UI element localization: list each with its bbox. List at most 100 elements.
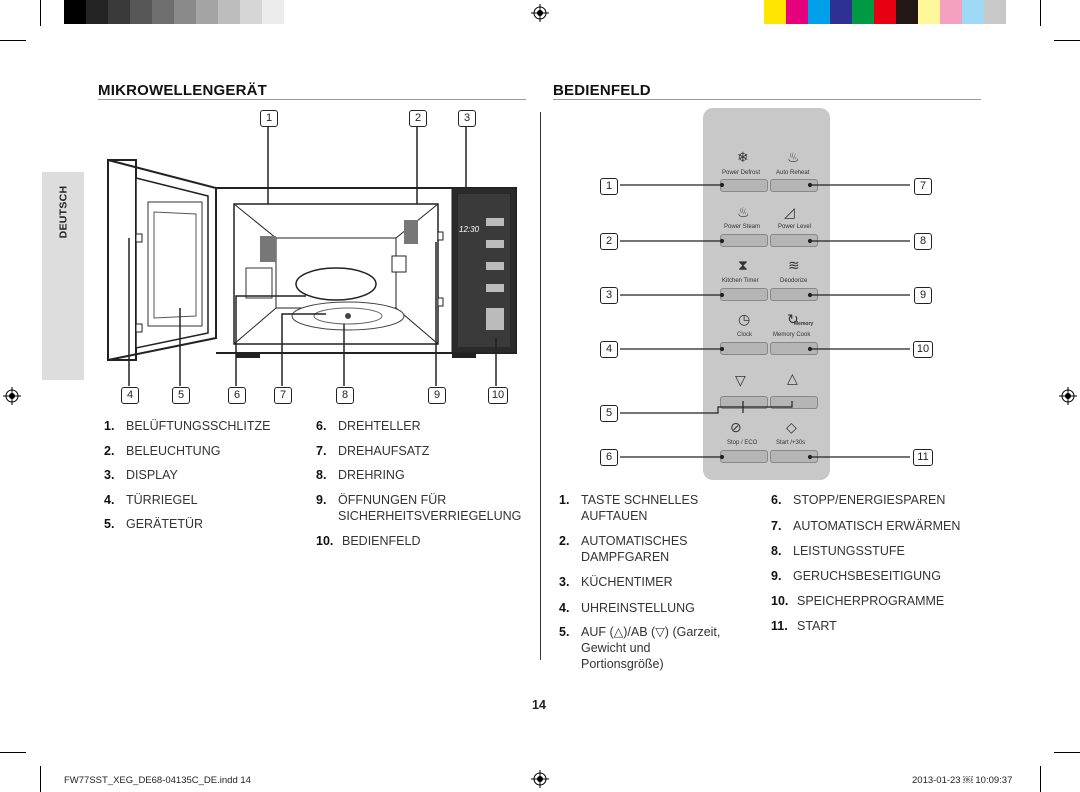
color-swatch [874,0,896,24]
gray-swatch [152,0,174,24]
callout-9: 9 [428,387,446,404]
gray-swatch [196,0,218,24]
callout-5: 5 [172,387,190,404]
memory-icon-text: Memory [794,321,814,327]
crop-mark [0,40,26,41]
legend-item: 7.DREHAUFSATZ [316,444,430,458]
auto-reheat-icon: ♨ [787,149,800,165]
legend-item: 5.GERÄTETÜR [104,517,204,531]
panel-callout-7: 7 [914,178,932,195]
callout-2: 2 [409,110,427,127]
legend-item: 2.BELEUCHTUNG [104,444,221,458]
panel-callout-10: 10 [913,341,933,358]
gray-swatch [108,0,130,24]
start-icon: ◇ [786,419,797,435]
legend-item: 6.DREHTELLER [316,419,421,433]
crop-mark [0,752,26,753]
color-swatch [962,0,984,24]
panel-label: Deodorize [780,278,808,284]
panel-callout-2: 2 [600,233,618,250]
color-swatch [896,0,918,24]
kitchen-timer-icon: ⧗ [738,257,748,273]
panel-label: Power Steam [724,224,761,230]
panel-leader-lines [620,182,910,460]
callout-3: 3 [458,110,476,127]
down-arrow-icon: ▽ [735,372,746,388]
legend-item: 4.UHREINSTELLUNG [559,601,695,615]
gray-swatch [174,0,196,24]
legend-item: 5.AUF (△)/AB (▽) (Garzeit, Gewicht und P… [559,625,721,671]
legend-item: 3.DISPLAY [104,468,178,482]
gray-swatch [284,0,306,24]
crop-mark [40,0,41,26]
section-title-microwave: MIKROWELLENGERÄT [98,82,268,99]
clock-icon: ◷ [738,311,751,327]
color-bar [764,0,1006,24]
legend-item: 1.BELÜFTUNGSSCHLITZE [104,419,271,433]
color-swatch [786,0,808,24]
column-divider [540,112,541,660]
panel-label: Memory Cook [773,332,811,338]
legend-item: 9.GERUCHSBESEITIGUNG [771,569,941,583]
title-rule [98,99,526,100]
legend-item: 1.TASTE SCHNELLES AUFTAUEN [559,493,699,523]
gray-swatch [64,0,86,24]
panel-callout-8: 8 [914,233,932,250]
panel-callout-11: 11 [913,449,933,466]
legend-item: 10.SPEICHERPROGRAMME [771,594,945,608]
gray-swatch [130,0,152,24]
page-number: 14 [532,698,546,712]
color-swatch [852,0,874,24]
crop-mark [1054,752,1080,753]
grayscale-bar [64,0,306,24]
callout-6: 6 [228,387,246,404]
registration-mark-icon [3,387,21,405]
crop-mark [1040,766,1041,792]
legend-item: 9.ÖFFNUNGEN FÜR SICHERHEITSVERRIEGELUNG [316,493,522,523]
panel-callout-9: 9 [914,287,932,304]
panel-callout-1: 1 [600,178,618,195]
panel-callout-5: 5 [600,405,618,422]
panel-button [720,396,768,409]
legend-item: 7.AUTOMATISCH ERWÄRMEN [771,519,961,533]
color-swatch [940,0,962,24]
gray-swatch [218,0,240,24]
crop-mark [40,766,41,792]
legend-item: 4.TÜRRIEGEL [104,493,198,507]
up-arrow-icon: △ [787,370,798,386]
microwave-illustration [107,126,517,386]
panel-label: Kitchen Timer [722,278,759,284]
callout-8: 8 [336,387,354,404]
color-swatch [808,0,830,24]
panel-label: Power Level [778,224,812,230]
color-swatch [984,0,1006,24]
display-readout: 12:30 [459,225,480,234]
legend-item: 11.START [771,619,837,633]
language-tab-label: DEUTSCH [57,185,70,239]
callout-10: 10 [488,387,508,404]
footer-file: FW77SST_XEG_DE68-04135C_DE.indd 14 [64,775,251,786]
registration-mark-icon [531,4,549,22]
legend-item: 8.LEISTUNGSSTUFE [771,544,905,558]
legend-item: 2.AUTOMATISCHES DAMPFGAREN [559,534,688,564]
panel-callout-4: 4 [600,341,618,358]
gray-swatch [240,0,262,24]
color-swatch [918,0,940,24]
color-swatch [830,0,852,24]
color-swatch [764,0,786,24]
language-tab [42,172,84,380]
section-title-control-panel: BEDIENFELD [553,82,651,99]
callout-4: 4 [121,387,139,404]
footer-timestamp: 2013-01-23 ￼ 10:09:37 [912,775,1013,786]
crop-mark [1054,40,1080,41]
stop-eco-icon: ⊘ [730,419,742,435]
legend-item: 6.STOPP/ENERGIESPAREN [771,493,946,507]
callout-1: 1 [260,110,278,127]
memory-cook-icon: ↻ [787,311,799,327]
legend-item: 3.KÜCHENTIMER [559,575,673,589]
legend-item: 8.DREHRING [316,468,405,482]
power-defrost-icon: ❄ [737,149,749,165]
deodorize-icon: ≋ [788,257,800,273]
panel-label: Auto Reheat [776,170,810,176]
registration-mark-icon [1059,387,1077,405]
